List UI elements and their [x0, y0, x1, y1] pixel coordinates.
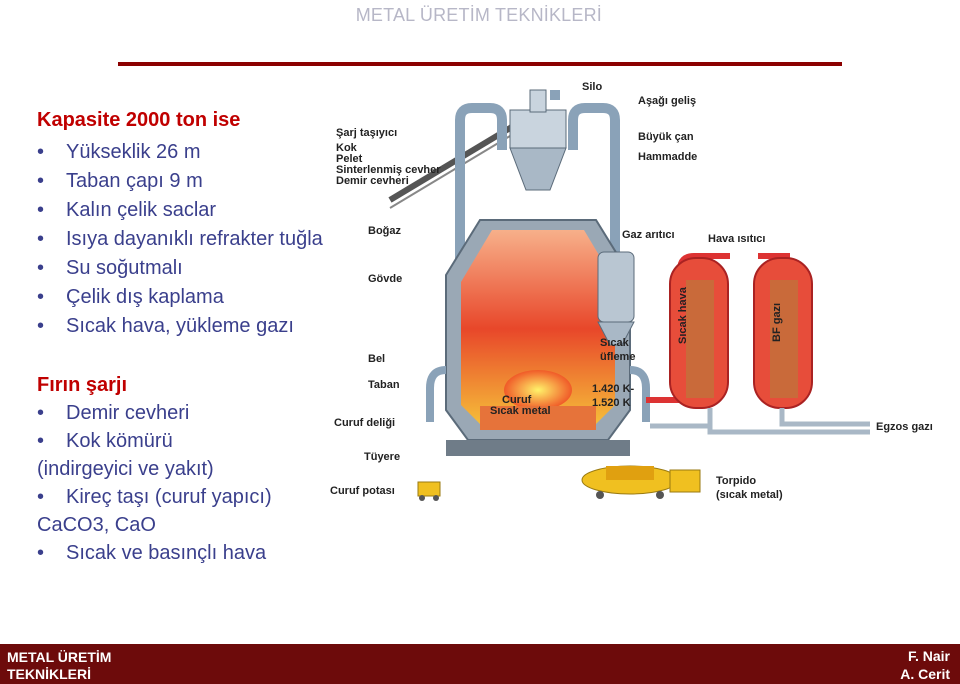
label-bosh: Taban [368, 379, 400, 391]
blast-furnace-diagram: Silo Aşağı geliş Büyük çan Hammadde Şarj… [330, 81, 933, 501]
top-hopper [509, 89, 567, 191]
charge-list-3: Sıcak ve basınçlı hava [37, 539, 357, 567]
list-item: Taban çapı 9 m [37, 167, 357, 196]
label-silo: Silo [582, 81, 602, 93]
gas-uptakes [455, 90, 620, 300]
label-belly: Bel [368, 353, 385, 365]
label-hot-blast-2: üfleme [600, 351, 635, 363]
list-item: Yükseklik 26 m [37, 138, 357, 167]
gas-cleaner [597, 251, 635, 346]
label-hot-blast: Sıcak [600, 337, 630, 349]
charge-list-2: Kireç taşı (curuf yapıcı) [37, 483, 357, 511]
label-big-bell: Büyük çan [638, 131, 694, 143]
hot-blast-stove [669, 257, 729, 409]
charge-list: Demir cevheri Kok kömürü [37, 399, 357, 455]
list-item: Sıcak ve basınçlı hava [37, 539, 357, 567]
tuyere-ring [426, 366, 650, 422]
label-temp-1: 1.420 K- [592, 383, 635, 395]
footer-course-line2: TEKNİKLERİ [7, 666, 91, 682]
label-slag-pot: Curuf potası [330, 485, 395, 497]
label-coke: Kok [336, 142, 358, 154]
list-item: Demir cevheri [37, 399, 357, 427]
footer-author1: F. Nair [907, 648, 950, 664]
label-torpedo: Torpido [716, 475, 756, 487]
label-sinter: Sinterlenmiş cevher [336, 164, 441, 176]
label-slag-notch: Curuf deliği [334, 417, 395, 429]
torpedo-car [581, 465, 701, 499]
list-item: Isıya dayanıklı refrakter tuğla [37, 225, 357, 254]
list-item: Çelik dış kaplama [37, 283, 357, 312]
slide-title: METAL ÜRETİM TEKNİKLERİ [355, 5, 602, 25]
label-throat: Boğaz [368, 225, 402, 237]
label-air-heater: Hava ısıtıcı [708, 233, 765, 245]
capacity-list: Yükseklik 26 m Taban çapı 9 m Kalın çeli… [37, 138, 357, 341]
charge-note: CaCO3, CaO [37, 514, 156, 536]
title-rule [118, 62, 842, 66]
label-exhaust: Egzos gazı [876, 421, 933, 433]
footer-course-line1: METAL ÜRETİM [7, 649, 112, 665]
list-item: Kok kömürü [37, 427, 357, 455]
list-item: Kalın çelik saclar [37, 196, 357, 225]
furnace-charge-section: Fırın şarjı Demir cevheri Kok kömürü (in… [37, 371, 357, 567]
label-downcomer: Aşağı geliş [638, 95, 696, 107]
label-charge-conveyor: Şarj taşıyıcı [336, 127, 397, 139]
label-raw-material: Hammadde [638, 151, 697, 163]
slag-pot [417, 481, 441, 501]
list-item: Su soğutmalı [37, 254, 357, 283]
label-iron-ore: Demir cevheri [336, 175, 409, 187]
list-item: Kireç taşı (curuf yapıcı) [37, 483, 357, 511]
label-temp-2: 1.520 K [592, 397, 631, 409]
label-torpedo-sub: (sıcak metal) [716, 489, 783, 501]
furnace-charge-heading: Fırın şarjı [37, 374, 128, 396]
charge-note: (indirgeyici ve yakıt) [37, 458, 214, 480]
label-hot-air: Sıcak hava [677, 286, 689, 344]
footer-authors: F. Nair A. Cerit [900, 647, 950, 683]
footer-bar: METAL ÜRETİM TEKNİKLERİ F. Nair A. Cerit [0, 644, 960, 684]
capacity-section: Kapasite 2000 ton ise Yükseklik 26 m Tab… [37, 106, 357, 341]
label-gas-cleaner: Gaz arıtıcı [622, 229, 675, 241]
label-hot-metal: Sıcak metal [490, 405, 551, 417]
capacity-heading: Kapasite 2000 ton ise [37, 109, 241, 131]
footer-left: METAL ÜRETİM TEKNİKLERİ [7, 649, 111, 683]
footer-author2: A. Cerit [900, 666, 950, 682]
label-bf-gas: BF gazı [771, 303, 783, 342]
hot-blast-stove [753, 257, 813, 409]
label-slag: Curuf [502, 394, 532, 406]
label-pellet: Pelet [336, 153, 363, 165]
label-stack: Gövde [368, 273, 402, 285]
label-tuyere: Tüyere [364, 451, 400, 463]
list-item: Sıcak hava, yükleme gazı [37, 312, 357, 341]
furnace-interior [461, 230, 615, 430]
exhaust-pipes [650, 408, 870, 435]
